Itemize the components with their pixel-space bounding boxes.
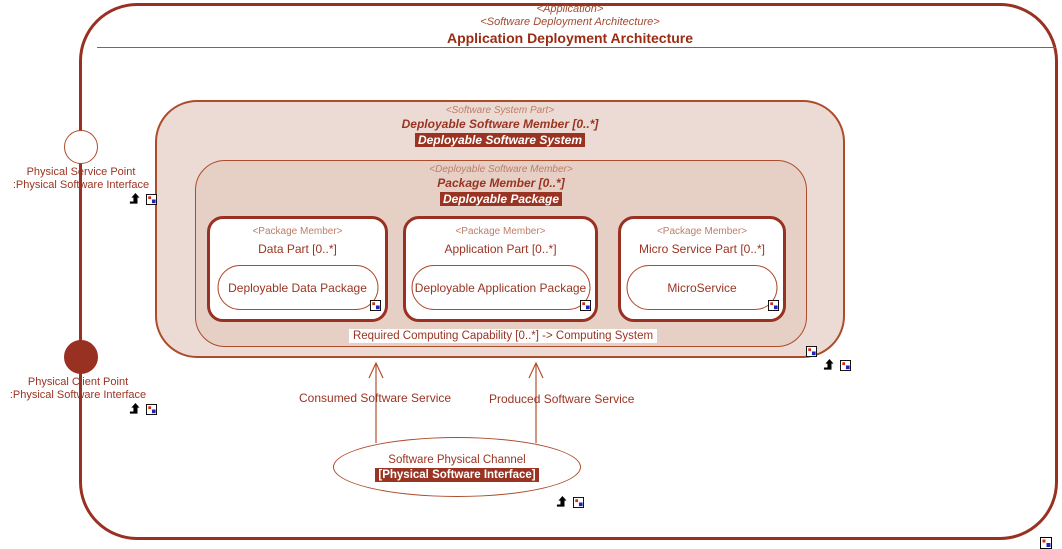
package-stereotype: <Deployable Software Member> [429,164,573,175]
model-element-icon[interactable] [840,358,851,376]
service-point-name: Physical Service Point [26,166,136,178]
application-part-label: Application Part [0..*] [444,242,557,256]
data-part-stereotype: <Package Member> [252,226,343,237]
system-member-label: Deployable Software Member [0..*] [401,117,599,131]
system-adornment-icons [823,358,851,376]
micro-service-part-node[interactable]: <Package Member> Micro Service Part [0..… [618,216,786,322]
channel-name: Software Physical Channel [388,453,526,466]
model-element-icon[interactable] [370,298,381,316]
physical-service-point-label: Physical Service Point :Physical Softwar… [3,166,159,192]
system-header: <Software System Part> Deployable Softwa… [157,105,843,149]
client-point-adornment-icons [129,402,157,420]
navigate-up-arrow-icon[interactable] [129,192,141,210]
required-interface-circle[interactable] [64,340,98,374]
model-element-icon[interactable] [768,298,779,316]
model-element-icon[interactable] [146,402,157,420]
navigate-up-arrow-icon[interactable] [823,358,835,376]
consumed-service-flow-label[interactable]: Consumed Software Service [299,391,452,405]
deployable-data-package-node[interactable]: Deployable Data Package [217,265,378,310]
model-element-icon[interactable] [573,495,584,513]
application-part-node[interactable]: <Package Member> Application Part [0..*]… [403,216,598,322]
service-point-adornment-icons [129,192,157,210]
provided-interface-circle[interactable] [64,130,98,164]
frame-title-block: <Application> <Software Deployment Archi… [90,3,1050,47]
navigate-up-arrow-icon[interactable] [556,495,568,513]
channel-interface-chip[interactable]: [Physical Software Interface] [375,467,539,482]
physical-client-point-label: Physical Client Point :Physical Software… [0,376,156,402]
model-element-icon[interactable] [1040,536,1052,549]
service-point-type: :Physical Software Interface [12,179,150,191]
microservice-node[interactable]: MicroService [626,265,778,310]
model-element-icon[interactable] [806,344,817,362]
application-part-stereotype: <Package Member> [455,226,546,237]
data-part-node[interactable]: <Package Member> Data Part [0..*] Deploy… [207,216,388,322]
client-point-name: Physical Client Point [27,376,129,388]
deployable-application-package-node[interactable]: Deployable Application Package [411,265,590,310]
data-part-label: Data Part [0..*] [258,242,337,256]
model-element-icon[interactable] [146,192,157,210]
system-stereotype: <Software System Part> [445,105,555,116]
system-name-chip[interactable]: Deployable Software System [414,133,586,147]
navigate-up-arrow-icon[interactable] [129,402,141,420]
software-physical-channel-node[interactable]: Software Physical Channel [Physical Soft… [333,437,581,497]
frame-stereotype-2: <Software Deployment Architecture> [480,16,660,28]
package-name-chip[interactable]: Deployable Package [439,192,563,206]
page-title: Application Deployment Architecture [446,30,694,46]
model-element-icon[interactable] [580,298,591,316]
package-header: <Deployable Software Member> Package Mem… [196,164,806,208]
title-separator [97,47,1056,48]
channel-adornment-icons [556,495,584,513]
produced-service-flow-label[interactable]: Produced Software Service [489,392,635,406]
frame-stereotype-1: <Application> [536,3,604,15]
micro-service-part-label: Micro Service Part [0..*] [638,242,766,256]
package-member-label: Package Member [0..*] [437,176,565,190]
computing-capability-label[interactable]: Required Computing Capability [0..*] -> … [348,329,658,343]
micro-service-part-stereotype: <Package Member> [656,226,748,237]
client-point-type: :Physical Software Interface [9,389,147,401]
